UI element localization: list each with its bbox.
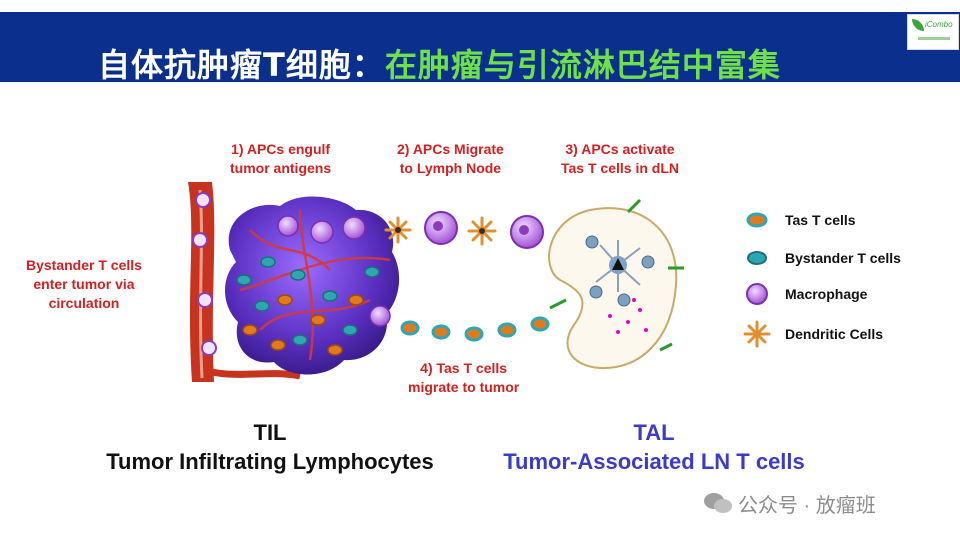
- tal-full: Tumor-Associated LN T cells: [503, 449, 805, 474]
- title-banner: 自体抗肿瘤T细胞：在肿瘤与引流淋巴结中富集: [0, 12, 960, 84]
- lymph-node: [548, 198, 684, 370]
- title-prefix: 自体抗肿瘤T细胞：: [98, 46, 385, 84]
- logo-brand: iCombo: [925, 20, 953, 29]
- til-abbr: TIL: [253, 420, 287, 445]
- til-block: TIL Tumor Infiltrating Lymphocytes: [80, 420, 460, 475]
- til-full: Tumor Infiltrating Lymphocytes: [106, 449, 434, 474]
- legend-label-macrophage: Macrophage: [785, 286, 868, 302]
- blood-vessel: [188, 182, 301, 382]
- macrophage-icon: [746, 283, 768, 305]
- migrating-apcs: [384, 211, 544, 249]
- legend: [743, 212, 771, 348]
- legend-label-dendritic: Dendritic Cells: [785, 326, 884, 342]
- legend-label-bystander: Bystander T cells: [785, 250, 901, 266]
- dendritic-cell-icon: [743, 320, 771, 348]
- bystander-t-cell-icon: [747, 251, 767, 265]
- watermark-text: 公众号 · 放瘤班: [738, 495, 876, 517]
- wechat-icon: [704, 493, 732, 513]
- tumor-mass: [225, 196, 400, 375]
- title-highlight: 在肿瘤与引流淋巴结中富集: [384, 46, 781, 84]
- legend-label-tas: Tas T cells: [785, 212, 856, 228]
- tas-t-cell-trail: [400, 316, 550, 342]
- tas-t-cell-icon: [746, 212, 768, 228]
- tal-block: TAL Tumor-Associated LN T cells: [484, 420, 824, 475]
- tal-abbr: TAL: [633, 420, 675, 445]
- icombo-logo: iCombo: [907, 14, 959, 50]
- page-title: 自体抗肿瘤T细胞：在肿瘤与引流淋巴结中富集: [98, 40, 781, 86]
- bystander-label: Bystander T cells enter tumor via circul…: [26, 257, 142, 311]
